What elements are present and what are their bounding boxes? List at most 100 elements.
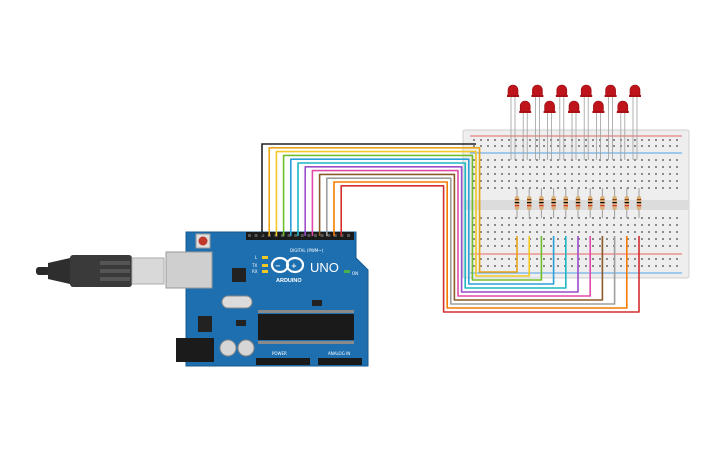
terminal-hole[interactable]: [676, 166, 678, 168]
wire-pin-5[interactable]: [326, 177, 616, 305]
rail-hole[interactable]: [557, 265, 559, 267]
terminal-hole[interactable]: [536, 217, 538, 219]
digital-pin-hole[interactable]: [333, 234, 337, 237]
terminal-hole[interactable]: [669, 173, 671, 175]
rail-hole[interactable]: [669, 265, 671, 267]
wire-pin-4[interactable]: [333, 181, 628, 309]
terminal-hole[interactable]: [578, 245, 580, 247]
rail-hole[interactable]: [536, 139, 538, 141]
wire-pin-8[interactable]: [304, 166, 579, 293]
terminal-hole[interactable]: [487, 217, 489, 219]
terminal-hole[interactable]: [627, 238, 629, 240]
rail-hole[interactable]: [648, 265, 650, 267]
terminal-hole[interactable]: [557, 187, 559, 189]
digital-pin-hole[interactable]: [300, 234, 304, 237]
terminal-hole[interactable]: [592, 238, 594, 240]
terminal-hole[interactable]: [620, 166, 622, 168]
led[interactable]: [507, 84, 519, 97]
terminal-hole[interactable]: [494, 245, 496, 247]
terminal-hole[interactable]: [473, 180, 475, 182]
terminal-hole[interactable]: [676, 224, 678, 226]
terminal-hole[interactable]: [480, 166, 482, 168]
rail-hole[interactable]: [494, 265, 496, 267]
rail-hole[interactable]: [606, 258, 608, 260]
digital-pin-hole[interactable]: [281, 234, 284, 237]
terminal-hole[interactable]: [592, 180, 594, 182]
terminal-hole[interactable]: [655, 238, 657, 240]
terminal-hole[interactable]: [508, 173, 510, 175]
terminal-hole[interactable]: [578, 159, 580, 161]
led[interactable]: [580, 84, 592, 97]
terminal-hole[interactable]: [494, 238, 496, 240]
terminal-hole[interactable]: [571, 180, 573, 182]
terminal-hole[interactable]: [515, 159, 517, 161]
terminal-hole[interactable]: [536, 159, 538, 161]
terminal-hole[interactable]: [564, 231, 566, 233]
terminal-hole[interactable]: [480, 231, 482, 233]
rail-hole[interactable]: [473, 145, 475, 147]
terminal-hole[interactable]: [669, 231, 671, 233]
terminal-hole[interactable]: [676, 173, 678, 175]
rail-hole[interactable]: [487, 258, 489, 260]
terminal-hole[interactable]: [501, 159, 503, 161]
digital-pin-hole[interactable]: [314, 234, 317, 237]
terminal-hole[interactable]: [613, 187, 615, 189]
rail-hole[interactable]: [655, 145, 657, 147]
rail-hole[interactable]: [676, 139, 678, 141]
rail-hole[interactable]: [557, 258, 559, 260]
rail-hole[interactable]: [669, 145, 671, 147]
led[interactable]: [629, 84, 641, 97]
terminal-hole[interactable]: [578, 166, 580, 168]
terminal-hole[interactable]: [627, 187, 629, 189]
terminal-hole[interactable]: [606, 159, 608, 161]
terminal-hole[interactable]: [606, 180, 608, 182]
terminal-hole[interactable]: [550, 231, 552, 233]
terminal-hole[interactable]: [662, 173, 664, 175]
rail-hole[interactable]: [669, 139, 671, 141]
terminal-hole[interactable]: [655, 173, 657, 175]
rail-hole[interactable]: [543, 139, 545, 141]
terminal-hole[interactable]: [641, 224, 643, 226]
rail-hole[interactable]: [613, 139, 615, 141]
terminal-hole[interactable]: [480, 217, 482, 219]
rail-hole[interactable]: [487, 145, 489, 147]
terminal-hole[interactable]: [508, 159, 510, 161]
terminal-hole[interactable]: [585, 238, 587, 240]
terminal-hole[interactable]: [473, 238, 475, 240]
terminal-hole[interactable]: [613, 173, 615, 175]
terminal-hole[interactable]: [606, 166, 608, 168]
rail-hole[interactable]: [473, 139, 475, 141]
rail-hole[interactable]: [641, 145, 643, 147]
rail-hole[interactable]: [550, 265, 552, 267]
terminal-hole[interactable]: [501, 231, 503, 233]
wire-gnd[interactable]: [261, 143, 476, 236]
terminal-hole[interactable]: [494, 224, 496, 226]
terminal-hole[interactable]: [494, 180, 496, 182]
terminal-hole[interactable]: [620, 173, 622, 175]
terminal-hole[interactable]: [655, 245, 657, 247]
terminal-hole[interactable]: [501, 217, 503, 219]
rail-hole[interactable]: [585, 258, 587, 260]
terminal-hole[interactable]: [599, 166, 601, 168]
terminal-hole[interactable]: [641, 166, 643, 168]
terminal-hole[interactable]: [508, 245, 510, 247]
terminal-hole[interactable]: [515, 231, 517, 233]
terminal-hole[interactable]: [501, 180, 503, 182]
terminal-hole[interactable]: [571, 217, 573, 219]
terminal-hole[interactable]: [669, 187, 671, 189]
digital-pin-hole[interactable]: [307, 234, 311, 237]
terminal-hole[interactable]: [648, 231, 650, 233]
terminal-hole[interactable]: [487, 231, 489, 233]
terminal-hole[interactable]: [501, 224, 503, 226]
terminal-hole[interactable]: [508, 224, 510, 226]
terminal-hole[interactable]: [676, 217, 678, 219]
terminal-hole[interactable]: [529, 231, 531, 233]
terminal-hole[interactable]: [508, 180, 510, 182]
terminal-hole[interactable]: [564, 166, 566, 168]
terminal-hole[interactable]: [606, 238, 608, 240]
terminal-hole[interactable]: [522, 238, 524, 240]
rail-hole[interactable]: [501, 139, 503, 141]
rail-hole[interactable]: [508, 145, 510, 147]
rail-hole[interactable]: [480, 145, 482, 147]
led[interactable]: [519, 100, 531, 113]
